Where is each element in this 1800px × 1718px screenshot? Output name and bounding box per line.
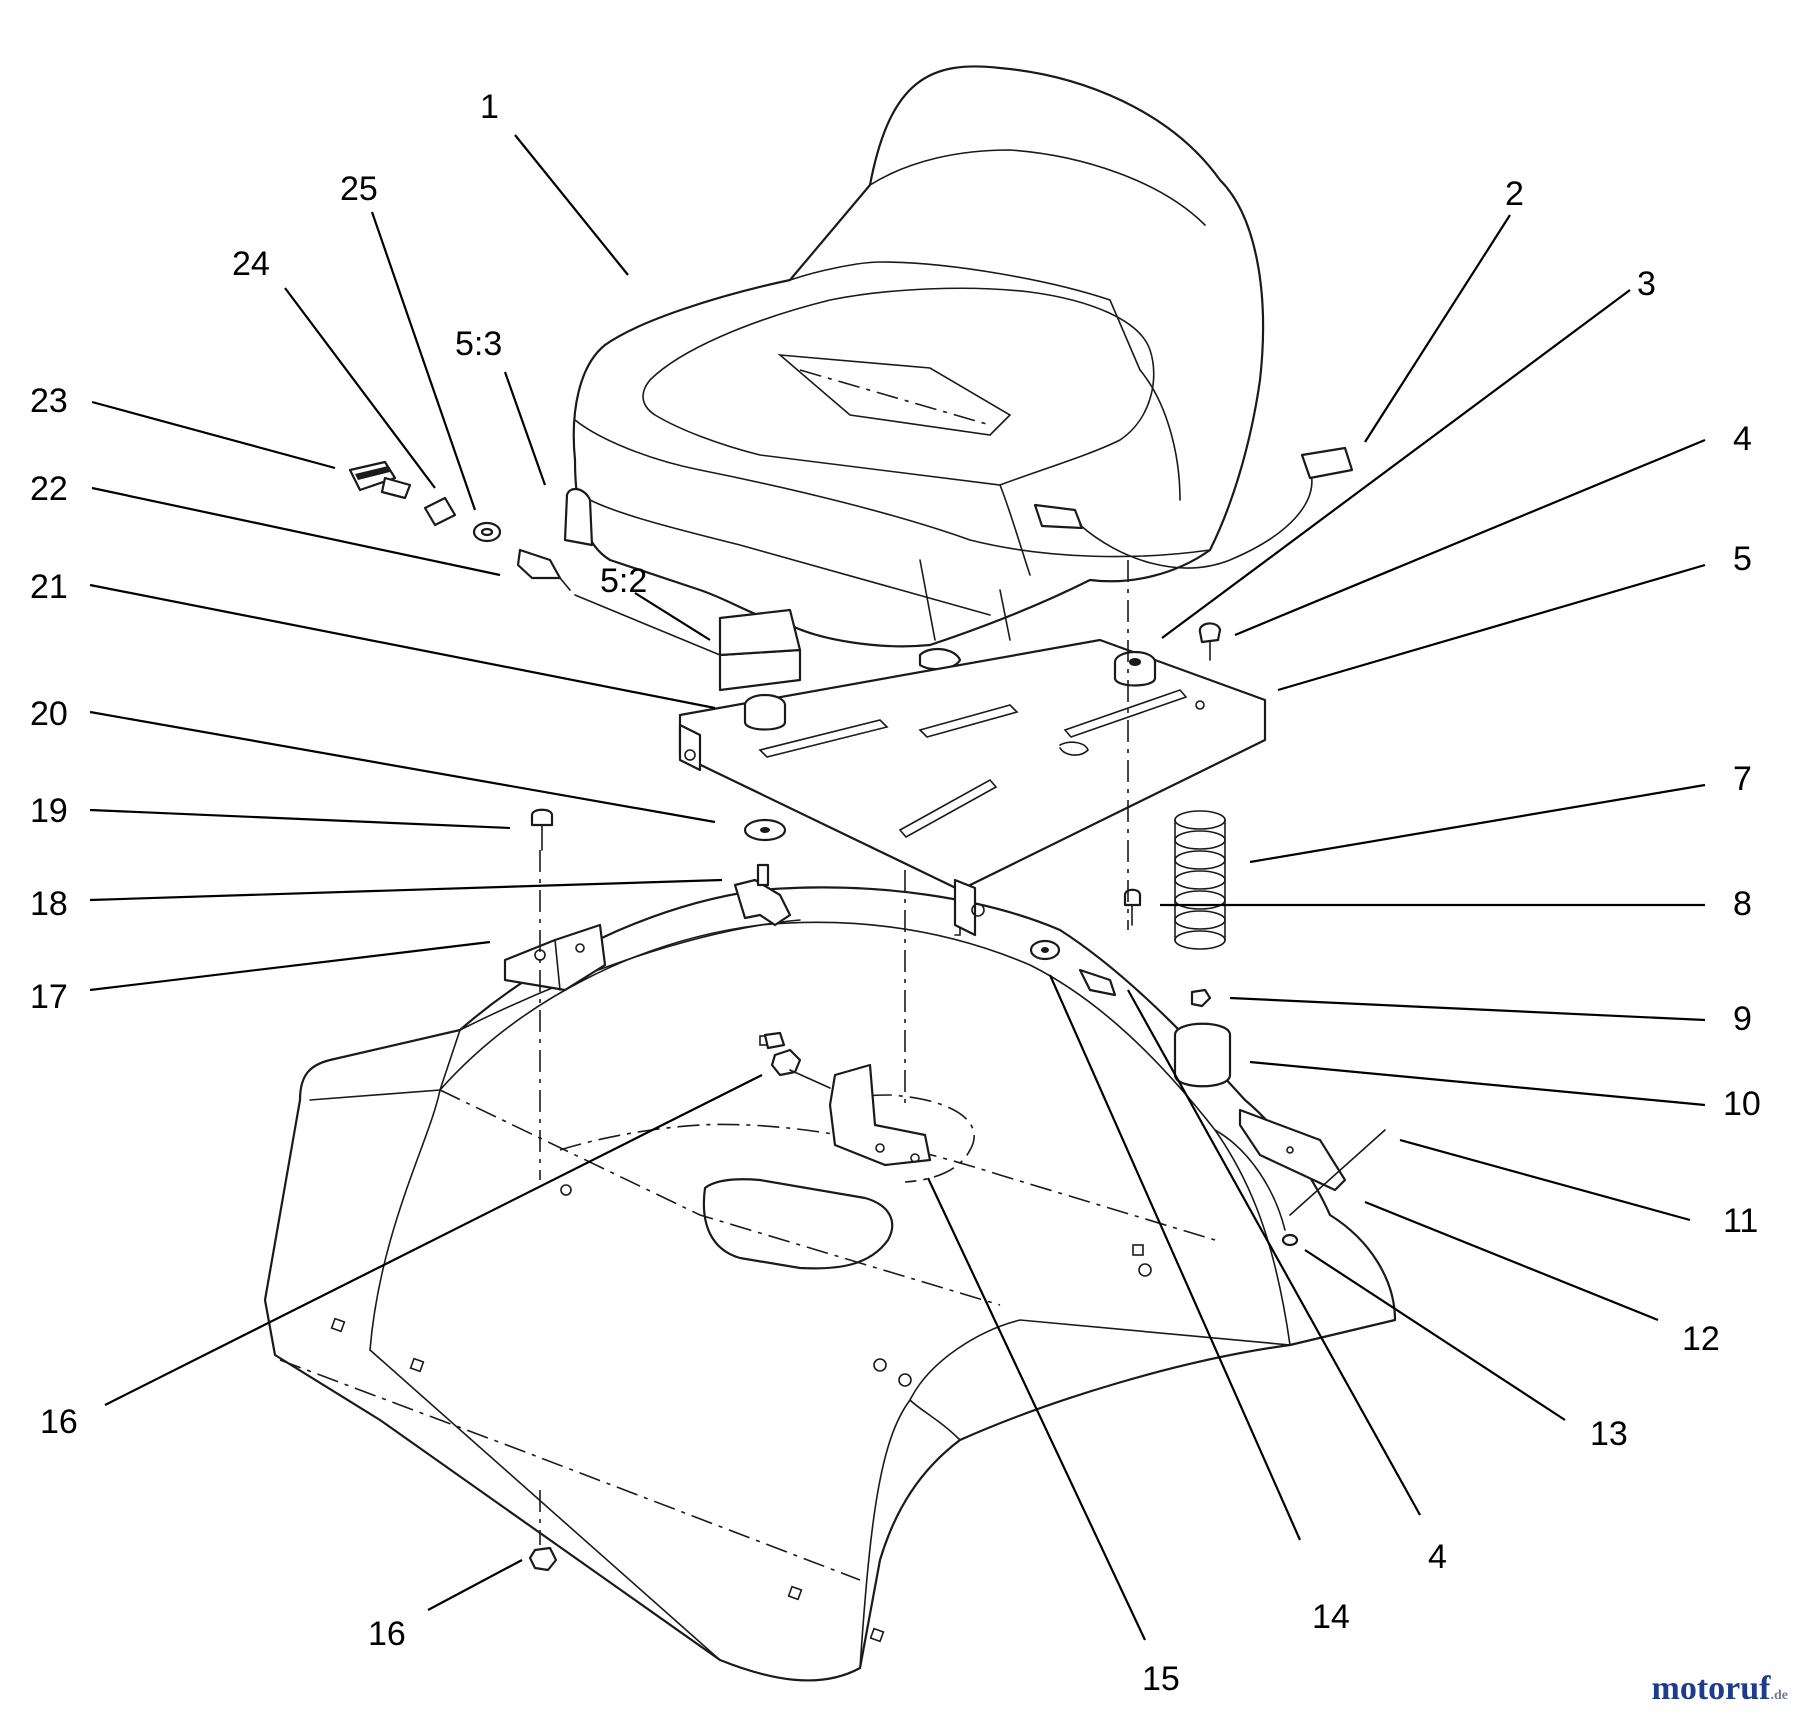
- callout-10: 10: [1723, 1085, 1761, 1123]
- callout-4-top: 4: [1733, 420, 1752, 458]
- callout-14: 14: [1312, 1598, 1350, 1636]
- callout-12: 12: [1682, 1320, 1720, 1358]
- callout-22: 22: [30, 470, 68, 508]
- callout-9: 9: [1733, 1000, 1752, 1038]
- callout-5-2: 5:2: [600, 562, 647, 600]
- spring: [1174, 810, 1226, 950]
- seat: [563, 65, 1354, 671]
- callout-18: 18: [30, 885, 68, 923]
- fender-body: [263, 886, 1397, 1682]
- seat-plate: [678, 608, 1267, 937]
- callout-23: 23: [30, 382, 68, 420]
- callout-16-left: 16: [40, 1403, 78, 1441]
- callout-5: 5: [1733, 540, 1752, 578]
- hardware: [348, 460, 1386, 1572]
- callout-20: 20: [30, 695, 68, 733]
- callout-17: 17: [30, 978, 68, 1016]
- callout-19: 19: [30, 792, 68, 830]
- callout-2: 2: [1505, 175, 1524, 213]
- callout-1: 1: [480, 88, 499, 126]
- callout-13: 13: [1590, 1415, 1628, 1453]
- callout-4-bottom: 4: [1428, 1538, 1447, 1576]
- callout-21: 21: [30, 568, 68, 606]
- callout-5-3: 5:3: [455, 325, 502, 363]
- callout-8: 8: [1733, 885, 1752, 923]
- watermark-tld: .de: [1770, 1688, 1789, 1703]
- leader-lines: [89, 134, 1706, 1641]
- callout-16-bottom: 16: [368, 1615, 406, 1653]
- callout-labels: 1 2 3 4 5 7 8 9 10 11 12 13 4 14 15 16 1…: [30, 88, 1761, 1698]
- watermark-brand: motoruf: [1651, 1670, 1771, 1707]
- callout-3: 3: [1637, 265, 1656, 303]
- callout-15: 15: [1142, 1660, 1180, 1698]
- callout-11: 11: [1723, 1202, 1758, 1240]
- watermark-logo: motoruf.de: [1652, 1670, 1788, 1708]
- callout-7: 7: [1733, 760, 1752, 798]
- callout-24: 24: [232, 245, 270, 283]
- callout-25: 25: [340, 170, 378, 208]
